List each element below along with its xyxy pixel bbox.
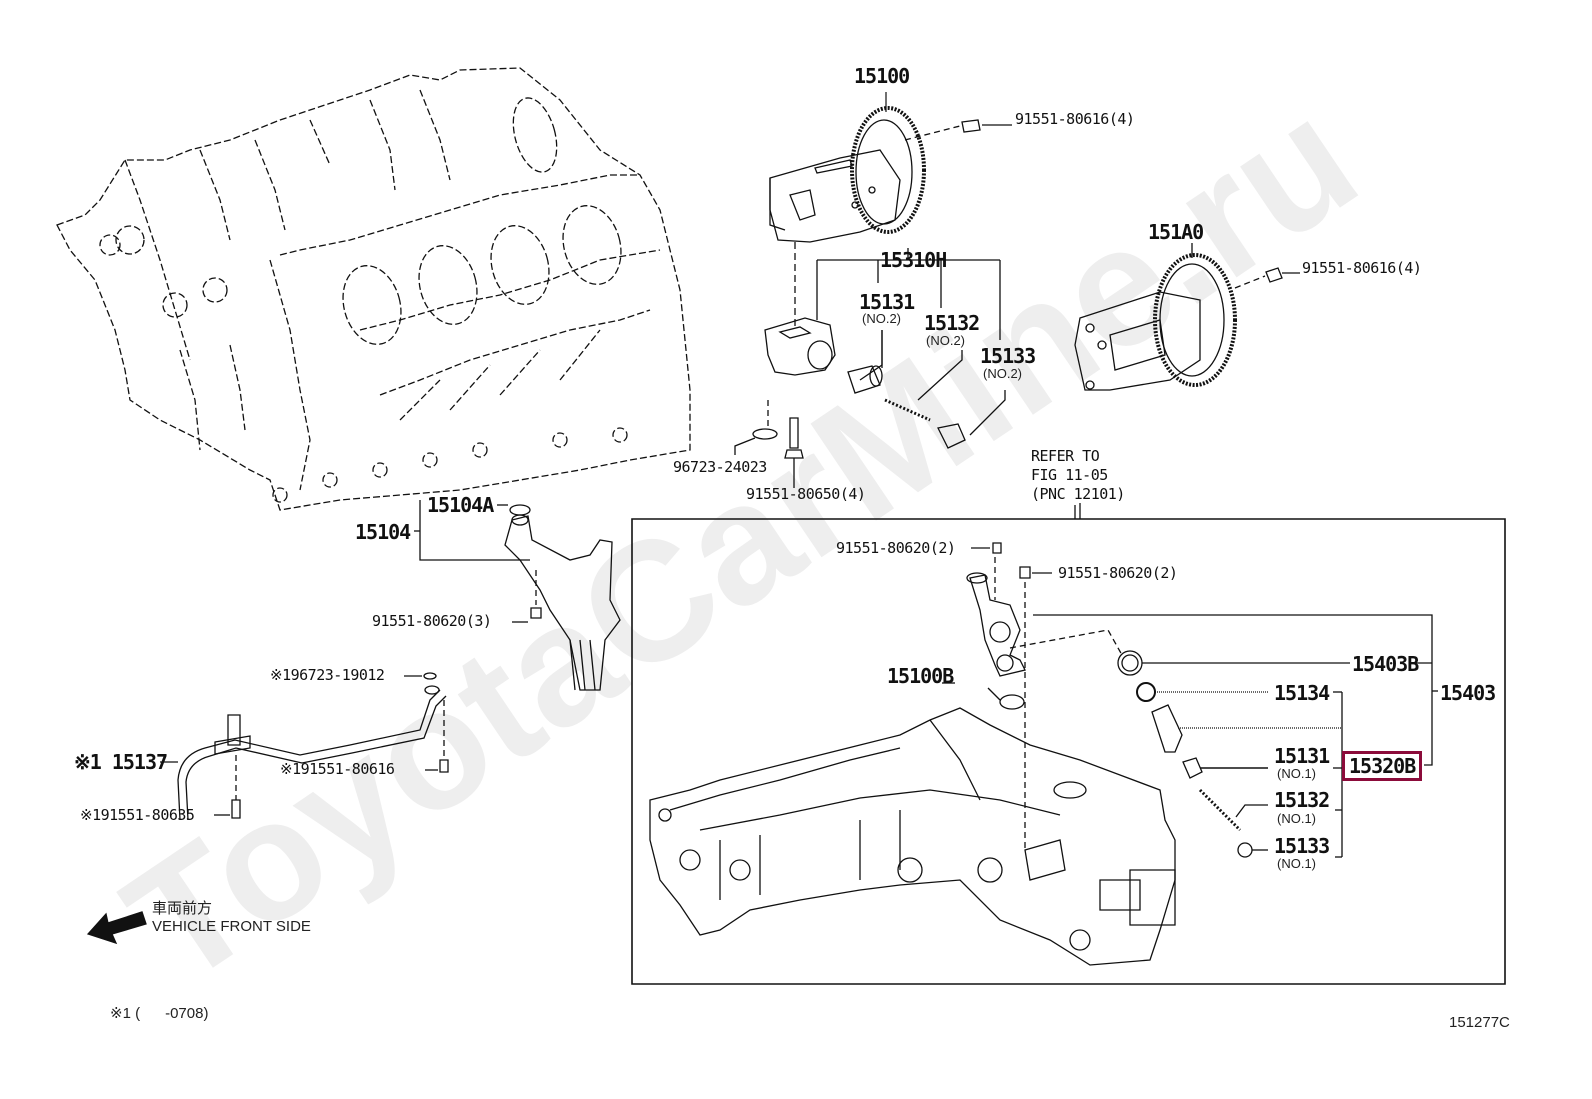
oil-pump-151a0-drawing — [1075, 243, 1300, 390]
label-15310h[interactable]: 15310H — [880, 248, 947, 272]
label-15131-no2-sub: (NO.2) — [862, 311, 901, 326]
label-15104a[interactable]: 15104A — [427, 493, 494, 517]
label-15133-no1[interactable]: 15133 — [1274, 834, 1330, 858]
label-91551-80650[interactable]: 91551-80650(4) — [746, 485, 866, 503]
label-91551-80620-inlet-a[interactable]: 91551-80620(2) — [836, 539, 956, 557]
label-15131-no1[interactable]: 15131 — [1274, 744, 1330, 768]
refer-line-3: (PNC 12101) — [1031, 485, 1125, 503]
label-15133-no2-sub: (NO.2) — [983, 366, 1022, 381]
label-91551-80616-pipe[interactable]: ※191551-80616 — [280, 760, 395, 778]
label-91551-80620-strainer[interactable]: 91551-80620(3) — [372, 612, 492, 630]
label-15320b-highlighted[interactable]: 15320B — [1342, 751, 1423, 781]
refer-line-2: FIG 11-05 — [1031, 466, 1108, 484]
label-15403[interactable]: 15403 — [1440, 681, 1496, 705]
label-15132-no1[interactable]: 15132 — [1274, 788, 1330, 812]
label-15131-no2[interactable]: 15131 — [859, 290, 915, 314]
footnote: ※1 ( -0708) — [110, 1005, 209, 1022]
label-15137[interactable]: ※1 15137 — [74, 750, 168, 774]
label-15132-no2[interactable]: 15132 — [924, 311, 980, 335]
engine-block-drawing — [57, 68, 690, 510]
label-15100b[interactable]: 15100B — [887, 664, 954, 688]
label-15104[interactable]: 15104 — [355, 520, 411, 544]
oil-strainer-drawing — [414, 500, 620, 690]
label-91551-80635[interactable]: ※191551-80635 — [80, 806, 195, 824]
oil-inlet-drawing — [942, 503, 1438, 857]
direction-label-jp: 車両前方 — [152, 900, 213, 917]
label-91551-80616-pump[interactable]: 91551-80616(4) — [1015, 110, 1135, 128]
label-91551-80620-inlet-b[interactable]: 91551-80620(2) — [1058, 564, 1178, 582]
label-91551-80616-aux[interactable]: 91551-80616(4) — [1302, 259, 1422, 277]
label-15134[interactable]: 15134 — [1274, 681, 1330, 705]
oil-pump-15100-drawing — [770, 92, 1012, 330]
label-15100[interactable]: 15100 — [854, 64, 910, 88]
label-15133-no2[interactable]: 15133 — [980, 344, 1036, 368]
refer-line-1: REFER TO — [1031, 447, 1100, 465]
label-15403b[interactable]: 15403B — [1352, 652, 1419, 676]
label-15132-no1-sub: (NO.1) — [1277, 811, 1316, 826]
oil-pan-drawing — [650, 708, 1175, 965]
direction-arrow-icon — [88, 912, 146, 943]
refer-box — [632, 505, 1505, 984]
figure-code: 151277C — [1449, 1014, 1510, 1031]
label-15132-no2-sub: (NO.2) — [926, 333, 965, 348]
label-96723-24023[interactable]: 96723-24023 — [673, 458, 767, 476]
label-96723-19012[interactable]: ※196723-19012 — [270, 666, 385, 684]
label-15131-no1-sub: (NO.1) — [1277, 766, 1316, 781]
label-15133-no1-sub: (NO.1) — [1277, 856, 1316, 871]
relief-valve-body-no2-drawing — [735, 248, 1005, 488]
label-151a0[interactable]: 151A0 — [1148, 220, 1204, 244]
direction-label-en: VEHICLE FRONT SIDE — [152, 918, 311, 935]
oil-pipe-drawing — [160, 673, 448, 820]
